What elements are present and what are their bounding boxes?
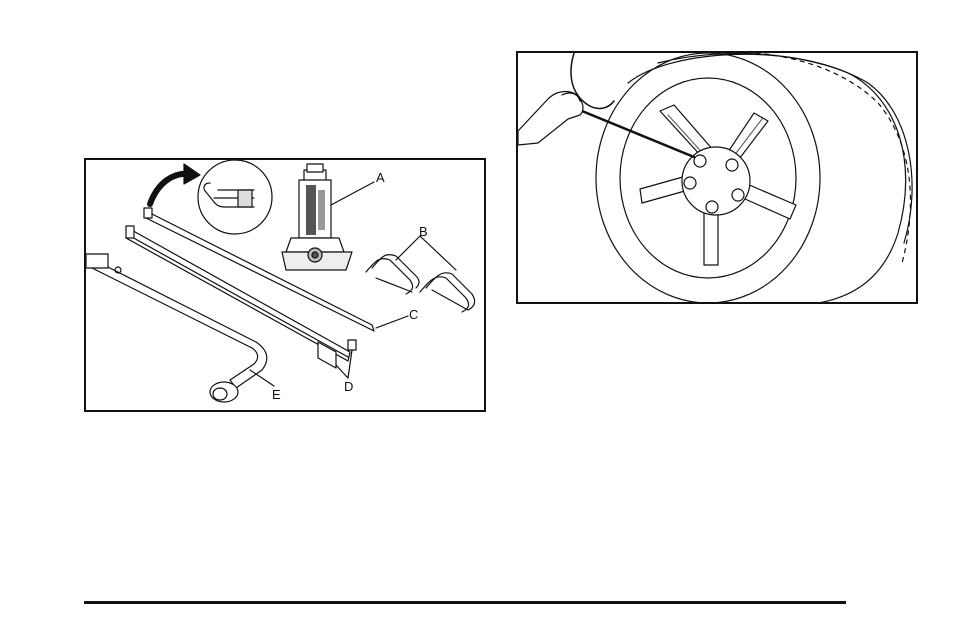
callout-e: E (272, 388, 281, 401)
callout-b: B (419, 225, 428, 238)
wheel-drawing (518, 53, 916, 302)
detail-inset (198, 160, 272, 234)
tire-drawing (596, 53, 912, 302)
wheel-cover-illustration (516, 51, 918, 304)
footer-divider (84, 601, 846, 604)
jack-tools-illustration: A B C D E (84, 158, 486, 412)
callout-c: C (409, 308, 418, 321)
curved-arrow-icon (150, 164, 200, 204)
brackets-b-drawing (366, 236, 475, 312)
wrench-e-drawing (86, 254, 274, 402)
callout-d: D (344, 380, 353, 393)
jack-tools-drawing (86, 160, 484, 410)
jack-drawing (282, 164, 374, 270)
callout-a: A (376, 171, 385, 184)
